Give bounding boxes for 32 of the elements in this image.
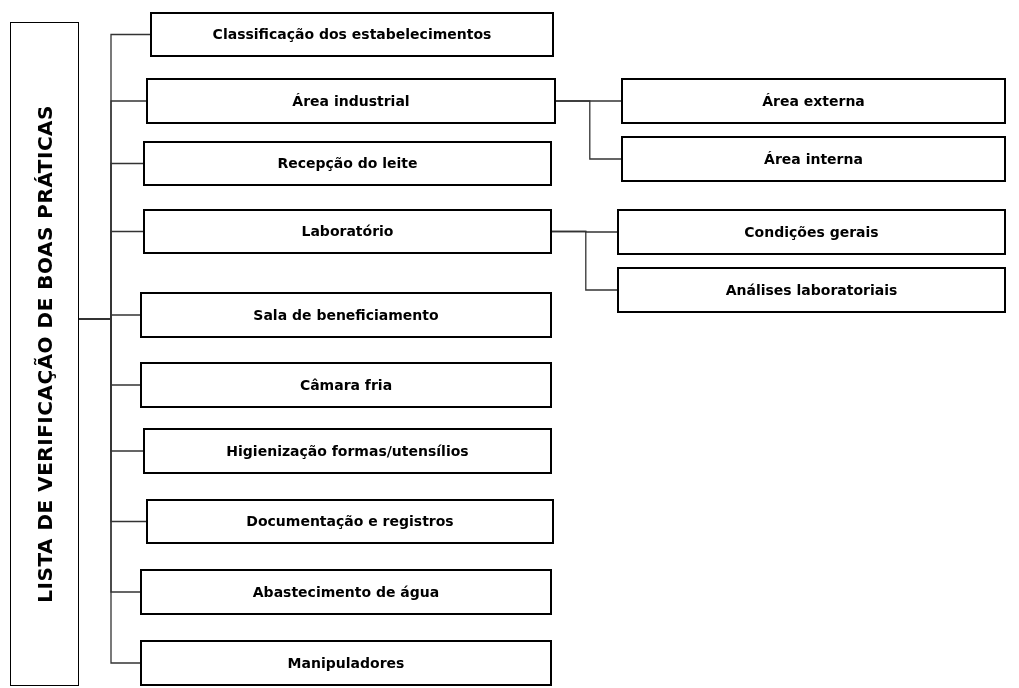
category-box [140,569,552,615]
connector-line [555,100,622,160]
category-box [143,141,552,186]
category-box [621,136,1006,182]
box-label: Classificação dos estabelecimentos [211,25,493,44]
category-box [617,267,1006,313]
connector-line [551,230,618,291]
box-label: Manipuladores [286,653,406,673]
category-box [146,78,556,124]
category-box [140,292,552,338]
box-label: Higienização formas/utensílios [225,441,470,461]
box-label: Área industrial [291,91,411,111]
category-box [617,209,1006,255]
box-label: Área interna [763,149,864,169]
box-label: Abastecimento de água [251,582,441,602]
box-label: Recepção do leite [276,154,419,173]
vertical-title: LISTA DE VERIFICAÇÃO DE BOAS PRÁTICAS [31,105,58,603]
category-box [621,78,1006,124]
category-box [143,209,552,254]
box-label: Laboratório [300,222,395,241]
category-box [143,428,552,474]
title-box [10,22,79,686]
category-box [146,499,554,544]
box-label: Câmara fria [298,375,394,395]
box-label: Sala de beneficiamento [252,305,440,325]
category-box [140,362,552,408]
category-box [150,12,554,57]
box-label: Análises laboratoriais [724,280,899,300]
box-label: Condições gerais [743,222,880,242]
box-label: Documentação e registros [245,512,455,531]
box-label: Área externa [761,91,866,111]
category-box [140,640,552,686]
